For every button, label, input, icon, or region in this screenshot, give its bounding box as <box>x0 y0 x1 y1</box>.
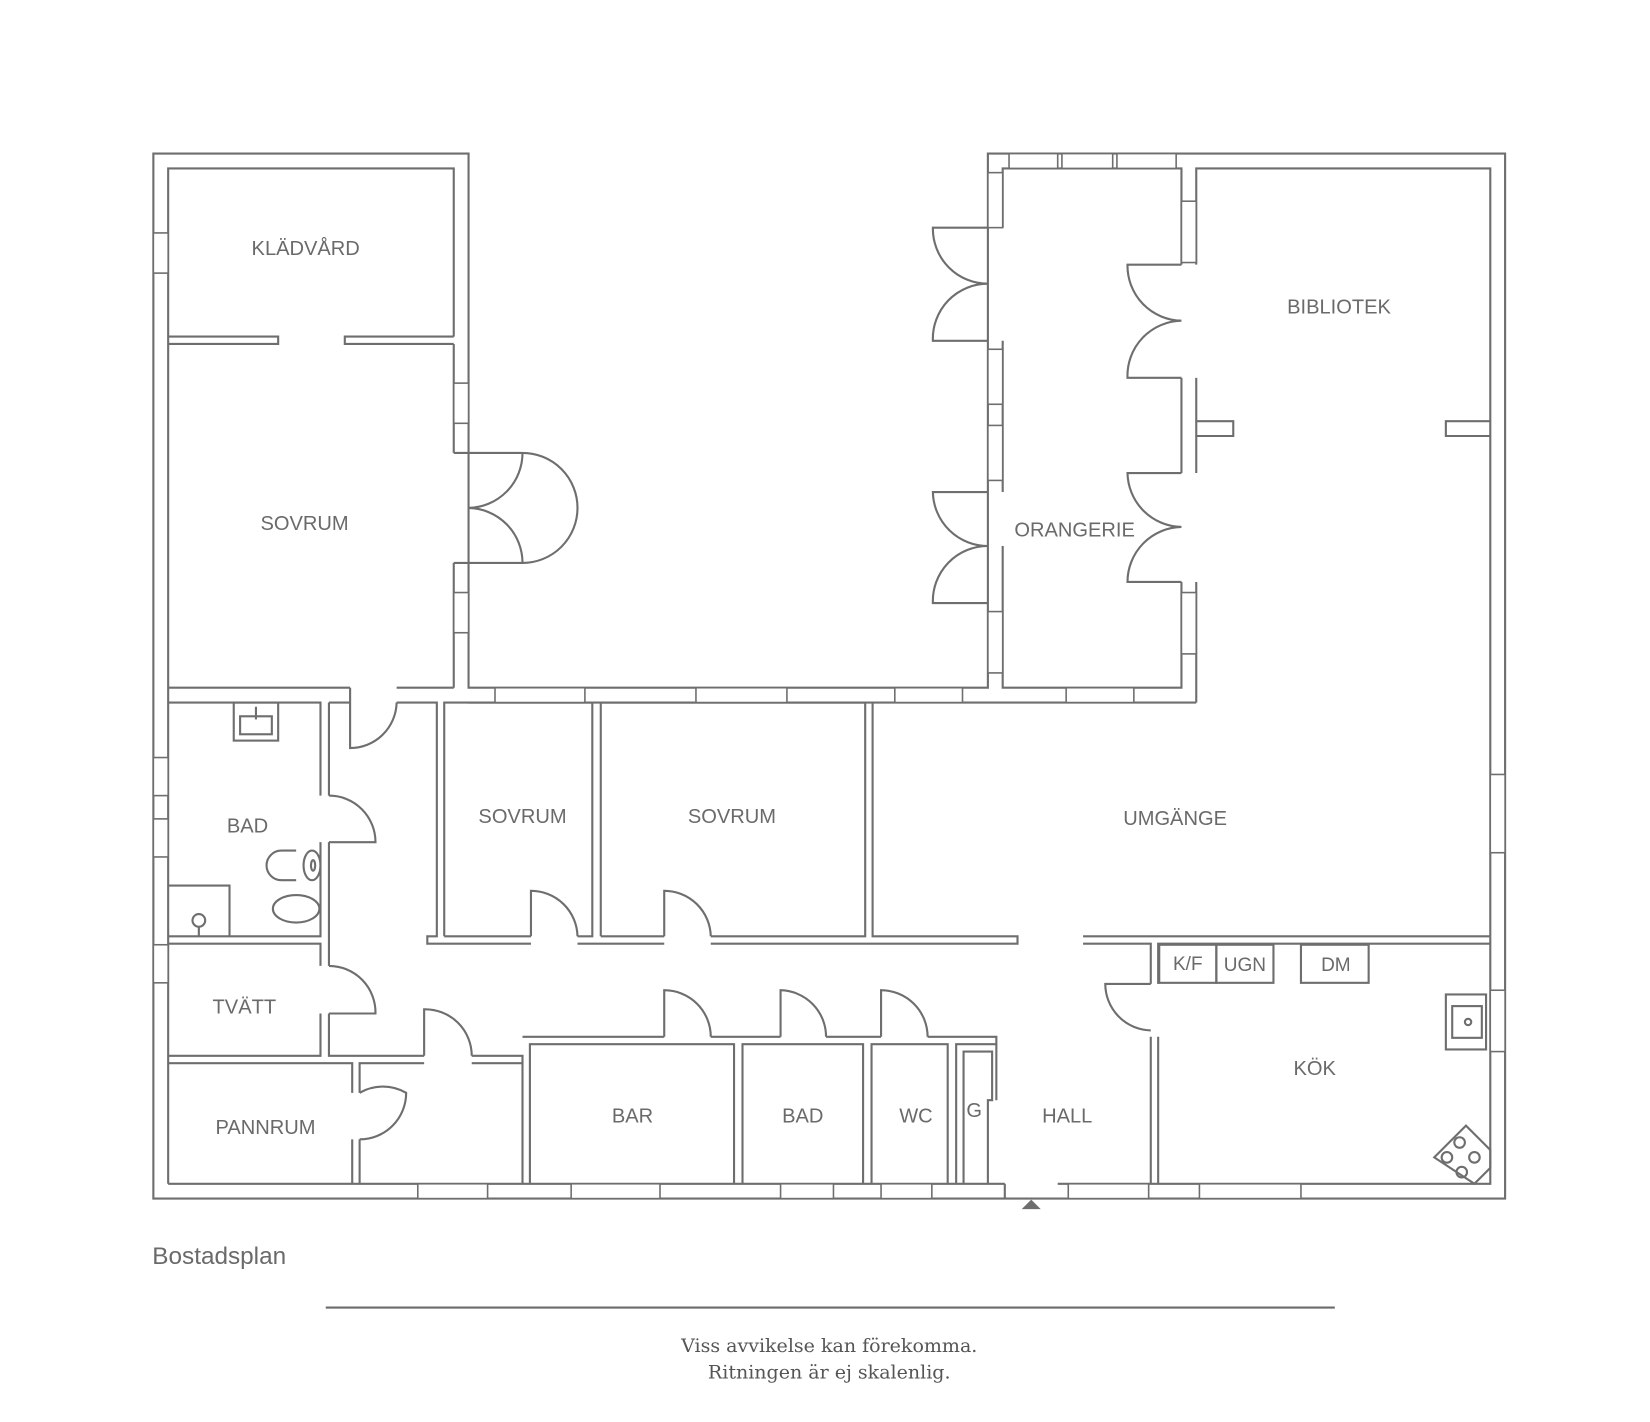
room-label-pannrum: PANNRUM <box>215 1117 315 1139</box>
entrance-arrow-icon <box>1021 1199 1041 1210</box>
appliance-label-ugn: UGN <box>1224 955 1266 976</box>
room-label-bar: BAR <box>612 1105 653 1127</box>
room-label-hall: HALL <box>1042 1105 1092 1127</box>
room-label-bad: BAD <box>227 816 268 838</box>
room-label-tvatt: TVÄTT <box>213 997 277 1019</box>
room-label-sovrum: SOVRUM <box>261 513 349 535</box>
appliance-label-dm: DM <box>1321 955 1351 976</box>
fixtures <box>168 701 1492 1210</box>
room-label-g: G <box>966 1100 982 1122</box>
appliance-label-kf: K/F <box>1173 954 1203 975</box>
oven-box <box>1215 943 1275 984</box>
room-label-wc: WC <box>899 1105 932 1127</box>
room-labels: KLÄDVÅRD SOVRUM BAD TVÄTT PANNRUM SOVRUM… <box>213 237 1392 1139</box>
plan-title: Bostadsplan <box>152 1243 286 1270</box>
room-label-umgange: UMGÄNGE <box>1123 808 1227 830</box>
disclaimer-line-2: Ritningen är ej skalenlig. <box>708 1361 951 1383</box>
dishwasher-box <box>1299 943 1370 984</box>
room-label-kok: KÖK <box>1294 1058 1337 1080</box>
room-label-sovrum: SOVRUM <box>688 806 776 828</box>
toilet-icon <box>265 849 297 882</box>
room-label-bad: BAD <box>782 1105 823 1127</box>
room-label-sovrum: SOVRUM <box>478 806 566 828</box>
bathtub-icon <box>168 884 231 937</box>
stove-icon <box>1432 1124 1492 1186</box>
kitchen-sink-icon <box>1444 993 1488 1051</box>
disclaimer-line-1: Viss avvikelse kan förekomma. <box>680 1335 977 1357</box>
sink-icon <box>232 701 280 742</box>
washbasin-icon <box>271 893 321 924</box>
doors <box>328 226 1182 1141</box>
internal-walls <box>168 335 1491 1199</box>
room-label-orangerie: ORANGERIE <box>1014 519 1135 541</box>
windows <box>152 152 1506 1200</box>
room-label-kladvard: KLÄDVÅRD <box>252 237 360 260</box>
room-label-bibliotek: BIBLIOTEK <box>1287 296 1391 318</box>
